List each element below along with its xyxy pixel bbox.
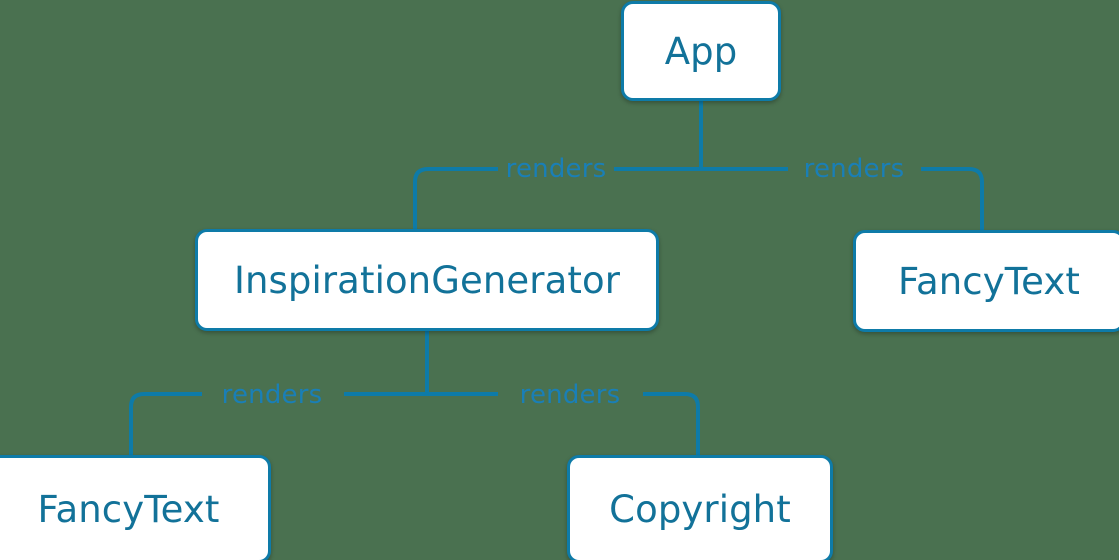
node-fancytext-left-label: FancyText	[37, 487, 220, 531]
edge-label-inspirationgenerator-fancytext: renders	[221, 380, 323, 410]
edge-app-inspiration-outer	[413, 167, 498, 229]
node-app[interactable]: App	[621, 1, 781, 101]
node-app-label: App	[664, 29, 738, 73]
node-inspirationgenerator-label: InspirationGenerator	[233, 258, 621, 302]
edge-inspiration-fancytext-outer	[129, 392, 202, 455]
edge-inspiration-copyright-outer	[643, 392, 700, 455]
edge-label-inspirationgenerator-copyright: renders	[519, 380, 621, 410]
edge-app-fancytext-outer	[921, 167, 984, 230]
node-copyright-label: Copyright	[609, 487, 791, 531]
edge-label-app-inspiration: renders	[505, 154, 607, 184]
node-fancytext-right-label: FancyText	[898, 259, 1080, 303]
node-copyright[interactable]: Copyright	[567, 455, 833, 560]
node-inspirationgenerator[interactable]: InspirationGenerator	[195, 229, 659, 331]
node-fancytext-right[interactable]: FancyText	[853, 230, 1119, 332]
edge-label-app-fancytext: renders	[803, 154, 905, 184]
node-fancytext-left[interactable]: FancyText	[0, 455, 271, 560]
